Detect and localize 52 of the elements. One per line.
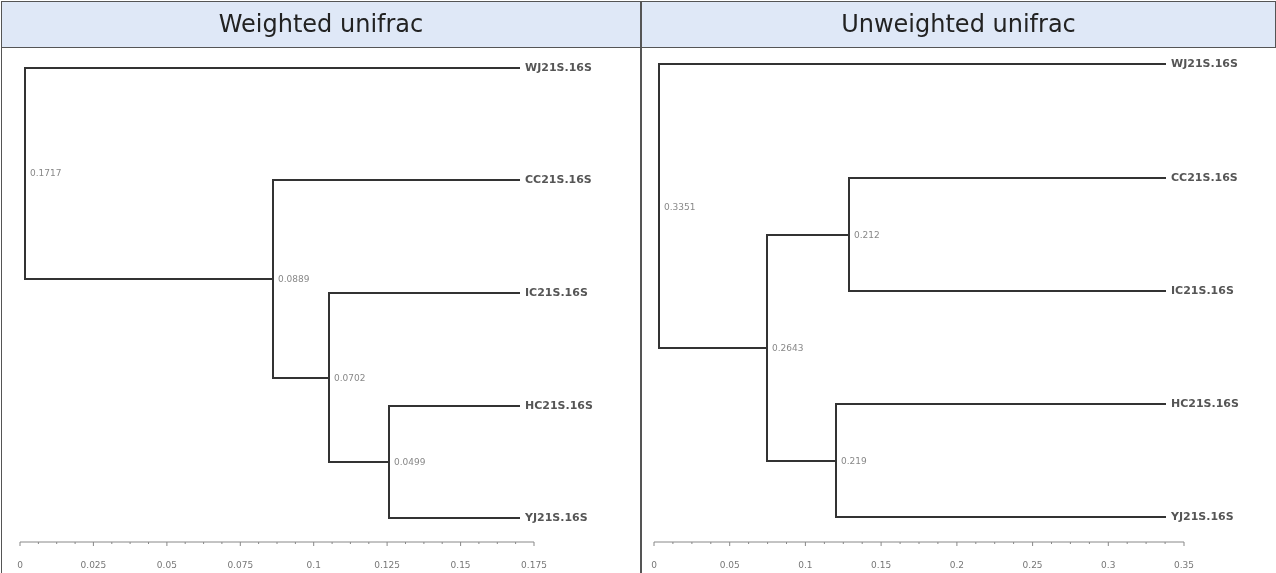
dendrogram-branch — [24, 172, 274, 280]
sample-label: CC21S.16S — [1166, 171, 1238, 185]
tick-label: 0.175 — [521, 560, 547, 570]
tick-label: 0.25 — [1022, 560, 1043, 570]
sample-label: CC21S.16S — [520, 173, 592, 187]
node-distance-label: 0.2643 — [767, 342, 804, 354]
tick-label: 0.1 — [306, 560, 321, 570]
tick-label: 0.15 — [450, 560, 471, 570]
dendrogram-branch — [848, 234, 1167, 292]
tick-label: 0.1 — [798, 560, 813, 570]
sample-label: YJ21S.16S — [1166, 510, 1234, 524]
dendrogram-branch — [766, 347, 837, 462]
dendrogram-branch — [328, 377, 390, 463]
dendrogram-branch — [24, 67, 521, 174]
dendrogram-branch — [272, 179, 521, 280]
dendrogram-branch — [848, 177, 1167, 236]
dendrogram-branch — [658, 63, 1167, 208]
tick-label: 0.3 — [1101, 560, 1116, 570]
sample-label: WJ21S.16S — [1166, 57, 1238, 71]
dendrogram-branch — [272, 278, 330, 379]
node-distance-label: 0.212 — [849, 229, 880, 241]
dendrogram-branch — [328, 292, 521, 379]
node-distance-label: 0.0499 — [389, 456, 426, 468]
dendrogram-branch — [766, 234, 850, 349]
panel-title: Unweighted unifrac — [641, 1, 1276, 48]
sample-label: YJ21S.16S — [520, 511, 588, 525]
tick-label: 0.35 — [1174, 560, 1194, 570]
tick-label: 0 — [651, 560, 657, 570]
tick-label: 0.05 — [156, 560, 177, 570]
tick-label: 0 — [17, 560, 23, 570]
node-distance-label: 0.219 — [836, 455, 867, 467]
tick-label: 0.05 — [719, 560, 740, 570]
node-distance-label: 0.3351 — [659, 201, 696, 213]
tick-label: 0.15 — [871, 560, 892, 570]
node-distance-label: 0.1717 — [25, 167, 62, 179]
tick-label: 0.025 — [80, 560, 107, 570]
dendrogram-branch — [388, 461, 521, 519]
sample-label: IC21S.16S — [520, 286, 588, 300]
node-distance-label: 0.0702 — [329, 372, 366, 384]
tick-label: 0.075 — [227, 560, 254, 570]
sample-label: HC21S.16S — [520, 399, 593, 413]
dendrogram-branch — [388, 405, 521, 463]
tick-label: 0.2 — [949, 560, 964, 570]
dendrogram-branch — [658, 206, 768, 349]
sample-label: WJ21S.16S — [520, 61, 592, 75]
sample-label: HC21S.16S — [1166, 397, 1239, 411]
dendrogram-branch — [835, 460, 1167, 518]
panel-title: Weighted unifrac — [1, 1, 641, 48]
sample-label: IC21S.16S — [1166, 284, 1234, 298]
tick-label: 0.125 — [374, 560, 400, 570]
dendrogram-branch — [835, 403, 1167, 462]
node-distance-label: 0.0889 — [273, 273, 310, 285]
